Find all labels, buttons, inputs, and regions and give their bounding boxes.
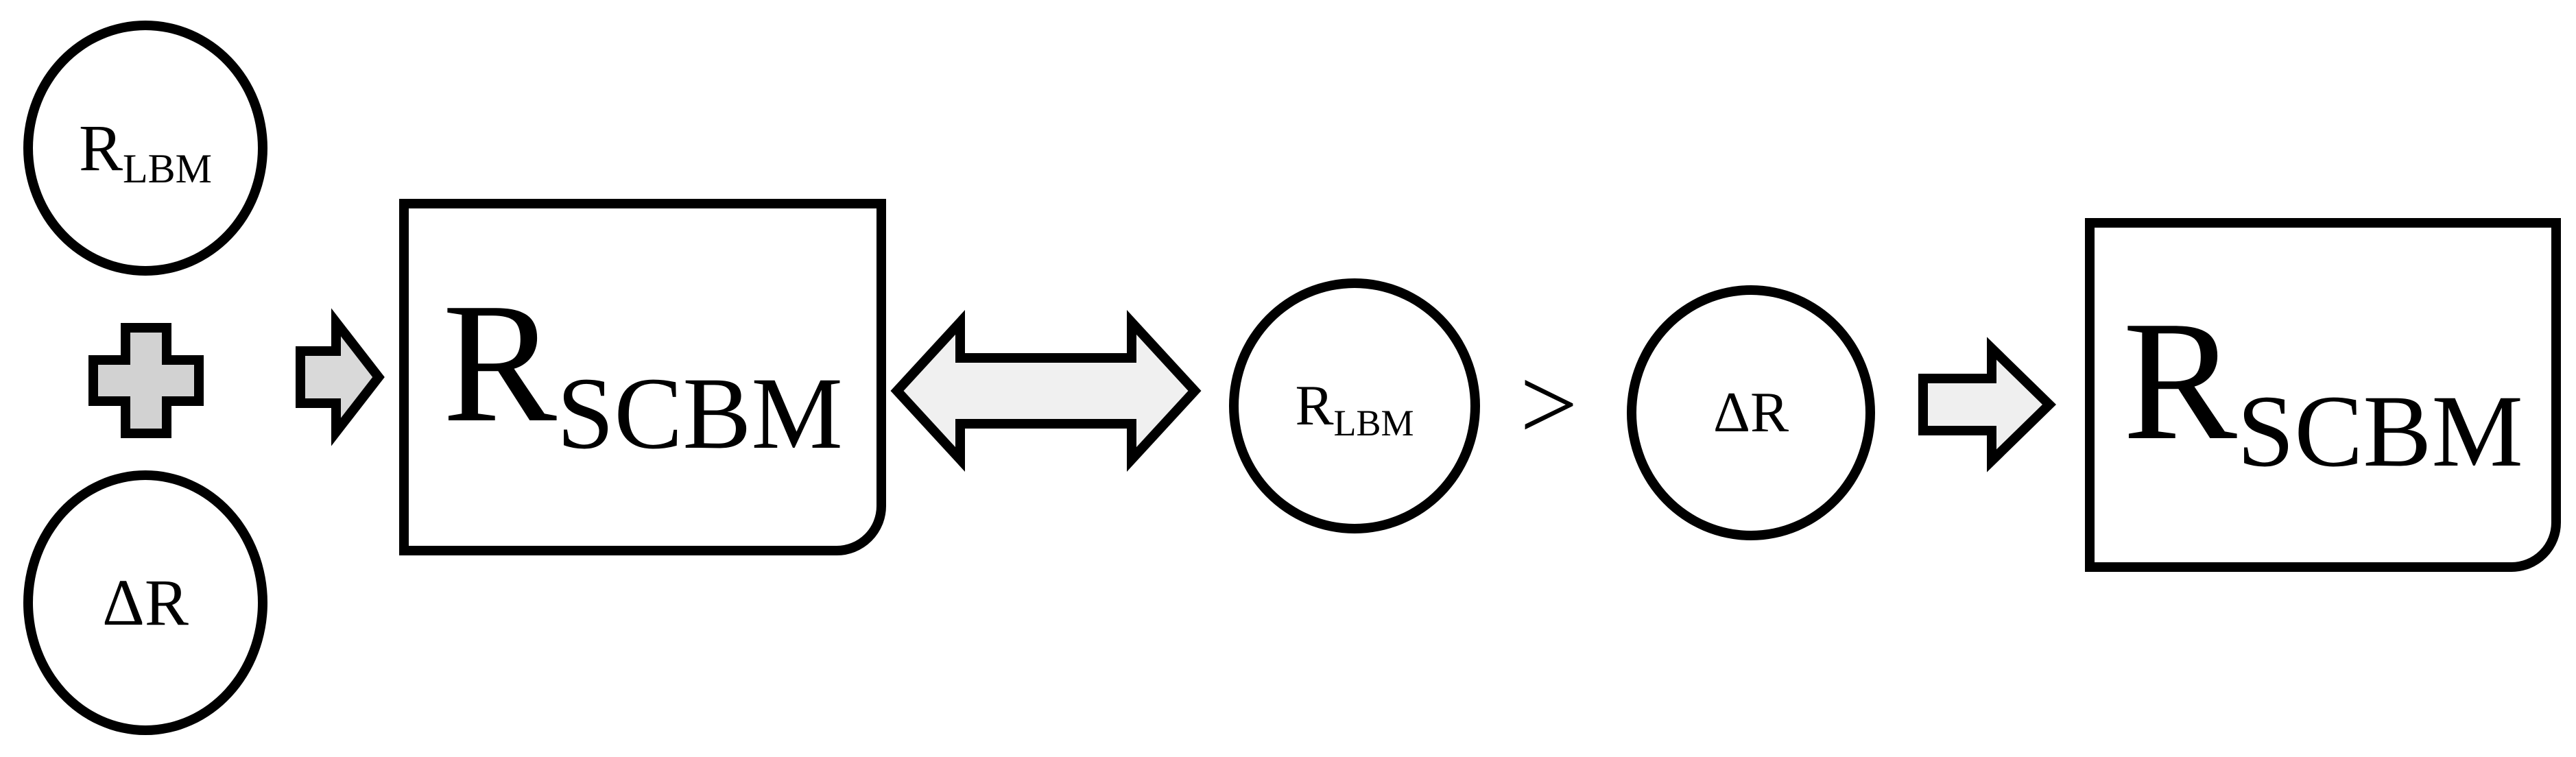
box-r-scbm-1-label: RSCBM — [442, 278, 843, 466]
circle-delta-r-bottom: ΔR — [23, 470, 267, 735]
r-scbm-2-subscript: SCBM — [2237, 374, 2523, 488]
circle-r-lbm-top-label: RLBM — [79, 115, 212, 190]
circle-delta-r-middle-label: ΔR — [1713, 381, 1789, 444]
r-scbm-1-main: R — [442, 268, 557, 458]
circle-delta-r-bottom-label: ΔR — [102, 566, 189, 639]
box-r-scbm-2: RSCBM — [2085, 218, 2561, 572]
box-r-scbm-1: RSCBM — [399, 199, 886, 555]
r-scbm-1-subscript: SCBM — [556, 357, 843, 470]
circle-r-lbm-middle: RLBM — [1229, 278, 1480, 533]
r-lbm-main: R — [78, 111, 123, 184]
r-lbm-subscript: LBM — [123, 146, 213, 191]
box-r-scbm-2-label: RSCBM — [2123, 296, 2523, 483]
r-lbm-middle-subscript: LBM — [1333, 402, 1414, 444]
plus-icon — [88, 323, 204, 438]
arrow-right-icon — [296, 308, 385, 446]
double-arrow-icon — [890, 310, 1202, 472]
circle-r-lbm-middle-label: RLBM — [1295, 374, 1414, 442]
circle-r-lbm-top: RLBM — [23, 21, 267, 276]
r-scbm-2-main: R — [2123, 286, 2237, 476]
greater-than-symbol: > — [1520, 348, 1578, 461]
circle-delta-r-middle: ΔR — [1627, 285, 1875, 540]
arrow-right-icon — [1918, 337, 2057, 472]
r-lbm-middle-main: R — [1295, 374, 1334, 437]
